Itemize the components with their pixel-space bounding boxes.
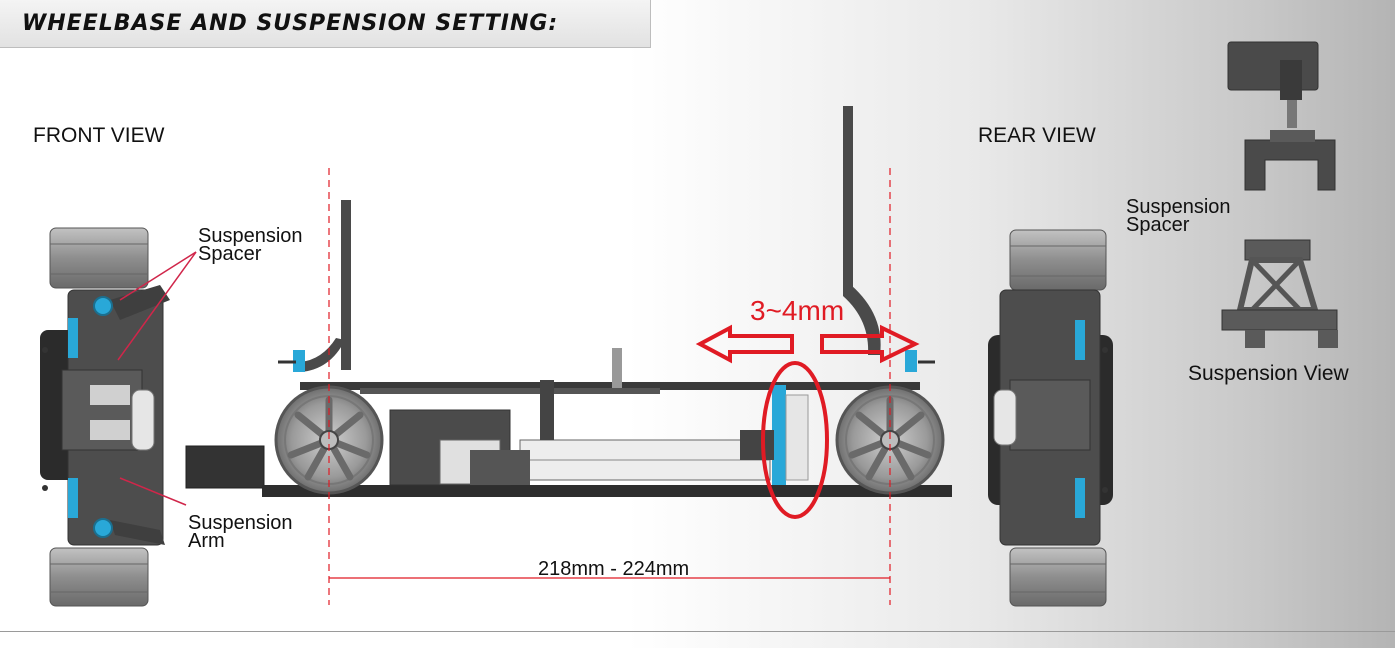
- spacer-leader-line-2: [117, 251, 197, 361]
- side-rear-wheel: [835, 385, 945, 495]
- rear-bottom-wheel: [1009, 547, 1107, 607]
- rear-spacer-callout: Suspension Spacer: [1126, 196, 1231, 236]
- arrow-left-icon: [695, 324, 794, 364]
- rear-view-label: REAR VIEW: [978, 124, 1096, 147]
- bottom-divider: [0, 631, 1395, 632]
- suspension-spacer-part: [1227, 41, 1336, 191]
- front-spacer-label-line1: Suspension: [198, 225, 303, 247]
- wheelbase-label: 218mm - 224mm: [538, 558, 690, 580]
- spacer-leader-line-1: [119, 251, 197, 301]
- front-top-wheel: [49, 227, 149, 289]
- front-spacer-label-line2: Spacer: [198, 243, 262, 265]
- title-banner: WHEELBASE AND SUSPENSION SETTING:: [0, 0, 651, 48]
- arm-leader-line: [119, 477, 187, 506]
- page-title: WHEELBASE AND SUSPENSION SETTING:: [22, 11, 559, 36]
- rear-top-wheel: [1009, 229, 1107, 291]
- front-arm-label-line2: Arm: [188, 530, 225, 552]
- rear-spacer-label-line2: Spacer: [1126, 214, 1190, 236]
- front-bottom-wheel: [49, 547, 149, 607]
- front-view-assembly: [40, 227, 170, 607]
- suspension-view-label: Suspension View: [1188, 362, 1349, 385]
- suspension-view-part: [1221, 239, 1338, 348]
- rear-view-assembly: [988, 229, 1113, 607]
- arrow-right-icon: [820, 324, 920, 364]
- front-spacer-callout: Suspension Spacer: [198, 225, 303, 265]
- adjustment-highlight-ellipse: [761, 361, 829, 519]
- front-view-label: FRONT VIEW: [33, 124, 165, 147]
- front-arm-label-line1: Suspension: [188, 512, 293, 534]
- front-arm-callout: Suspension Arm: [188, 512, 293, 552]
- adjustment-label: 3~4mm: [750, 295, 845, 326]
- rear-spacer-label-line1: Suspension: [1126, 196, 1231, 218]
